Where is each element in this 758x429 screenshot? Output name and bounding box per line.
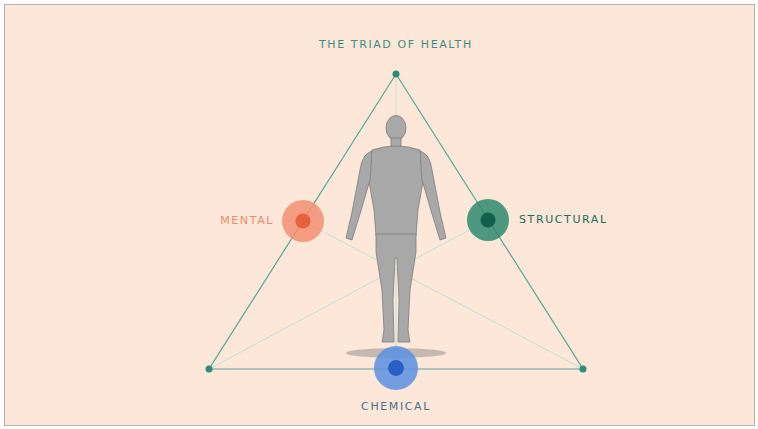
human-figure [346,116,446,343]
circle-shape [374,346,418,390]
triad-label: CHEMICAL [361,400,431,414]
triad-circle: MENTAL [282,200,324,242]
triad-label: STRUCTURAL [519,213,608,227]
triad-label: MENTAL [220,214,274,228]
circle-shape [467,199,509,241]
diagram-title: THE TRIAD OF HEALTH [319,38,473,52]
triad-circle: CHEMICAL [374,346,418,390]
circle-shape [282,200,324,242]
triad-circle: STRUCTURAL [467,199,509,241]
